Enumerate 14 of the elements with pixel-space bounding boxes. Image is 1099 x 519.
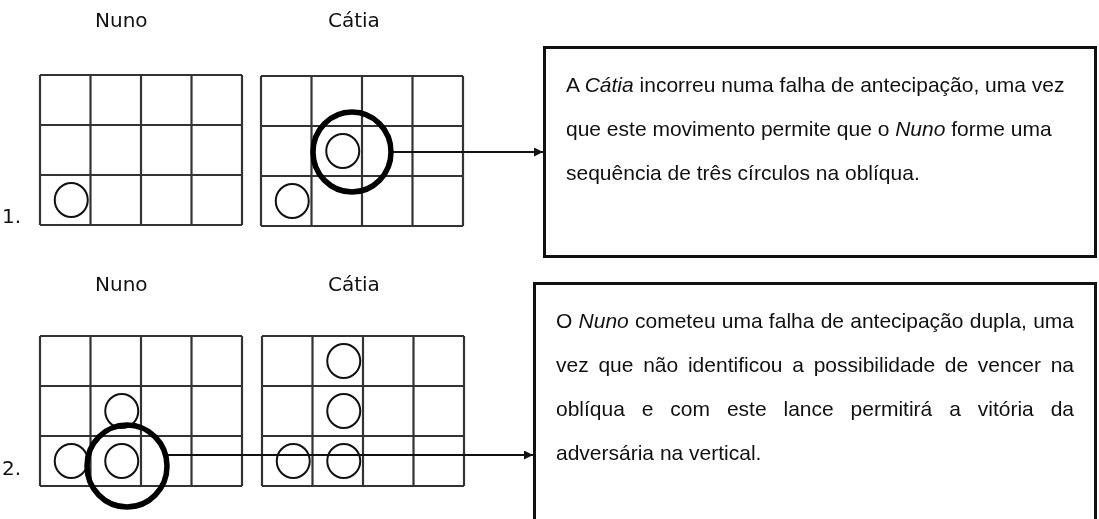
player-name: Cátia	[328, 272, 380, 296]
comment-text: O Nuno cometeu uma falha de antecipação dupla, uma vez que não identificou a possibilidade de vencer na oblíqua e com este lance permitirá a vitória da adversária na vertical.	[556, 308, 1074, 466]
player-name: Nuno	[95, 8, 148, 32]
comment-text: A Cátia incorreu numa falha de antecipação, uma vez que este movimento permite que o Nuno forme uma sequência de três círculos na oblíqua.	[566, 72, 1066, 186]
player-name: Cátia	[328, 8, 380, 32]
comment-box	[533, 282, 1097, 519]
item-number: 1.	[2, 204, 22, 228]
highlight-circle	[83, 422, 171, 510]
item-number: 2.	[2, 456, 22, 480]
arrow	[165, 450, 534, 460]
comment-box	[543, 46, 1097, 258]
player-name: Nuno	[95, 272, 148, 296]
arrow	[391, 147, 544, 157]
highlight-circle	[309, 109, 395, 195]
